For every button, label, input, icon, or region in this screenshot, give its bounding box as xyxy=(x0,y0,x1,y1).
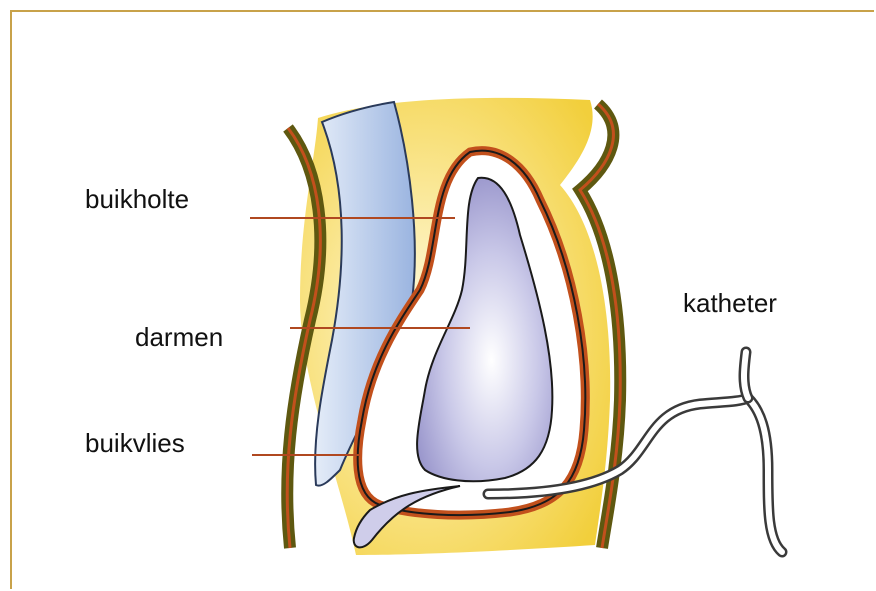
label-katheter: katheter xyxy=(683,290,777,316)
label-darmen: darmen xyxy=(135,324,223,350)
label-buikvlies: buikvlies xyxy=(85,430,185,456)
label-buikholte: buikholte xyxy=(85,186,189,212)
